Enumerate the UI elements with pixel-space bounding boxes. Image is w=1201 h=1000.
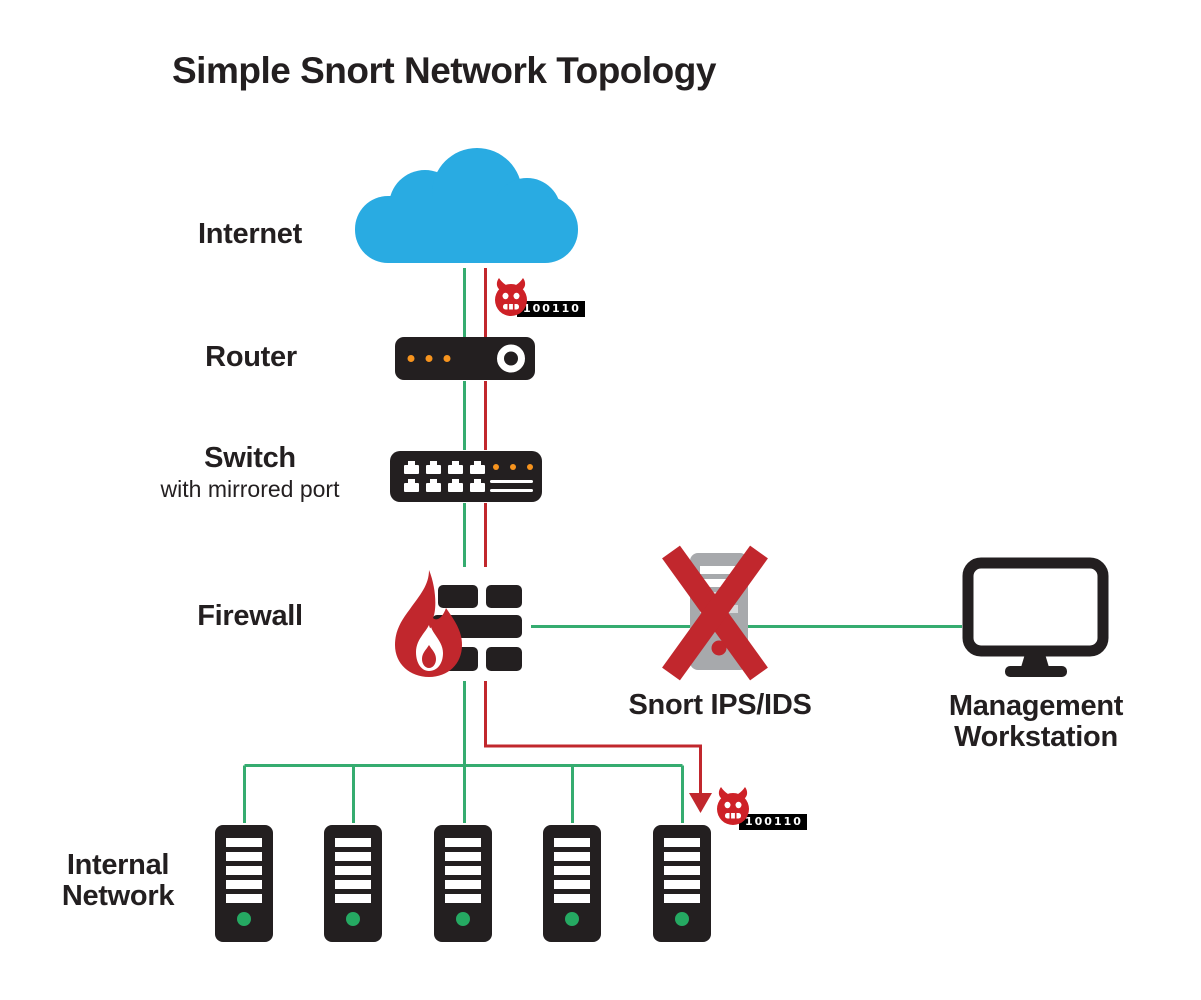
internal-server-icon — [215, 825, 273, 942]
router-label: Router — [205, 341, 297, 373]
switch-sublabel: with mirrored port — [160, 476, 340, 502]
workstation-label-line2: Workstation — [954, 721, 1118, 753]
attack-arrowhead-icon — [689, 793, 712, 813]
switch-icon — [390, 451, 542, 502]
snort-label: Snort IPS/IDS — [628, 689, 812, 721]
internet-cloud-icon — [355, 148, 578, 263]
flame-icon — [395, 570, 462, 677]
red-x-icon — [662, 545, 768, 681]
router-icon — [395, 337, 535, 380]
diagram-title: Simple Snort Network Topology — [172, 50, 716, 91]
malware-devil-icon — [495, 278, 527, 316]
workstation-label-line1: Management — [948, 690, 1124, 722]
snort-server-crossed-icon — [662, 545, 768, 681]
malware-payload-badge: 100110 — [739, 814, 807, 830]
workstation-label-block: Management Workstation — [916, 691, 1156, 753]
internal-network-label-line1: Internal — [66, 849, 170, 881]
switch-label-block: Switch with mirrored port — [130, 443, 370, 504]
malware-payload-badge: 100110 — [517, 301, 585, 317]
malicious-traffic-lines — [484, 268, 702, 795]
allowed-traffic-lines — [243, 268, 962, 823]
firewall-label: Firewall — [197, 600, 303, 632]
internal-network-label-block: Internal Network — [18, 850, 218, 912]
internal-server-icon — [653, 825, 711, 942]
internal-server-icon — [543, 825, 601, 942]
firewall-icon — [395, 570, 522, 677]
internet-label: Internet — [198, 218, 302, 250]
switch-label: Switch — [204, 442, 296, 474]
monitor-icon — [962, 557, 1109, 677]
internal-server-icon — [324, 825, 382, 942]
malware-devil-icon — [717, 787, 749, 825]
internal-server-icon — [434, 825, 492, 942]
internal-network-label-line2: Network — [61, 880, 175, 912]
